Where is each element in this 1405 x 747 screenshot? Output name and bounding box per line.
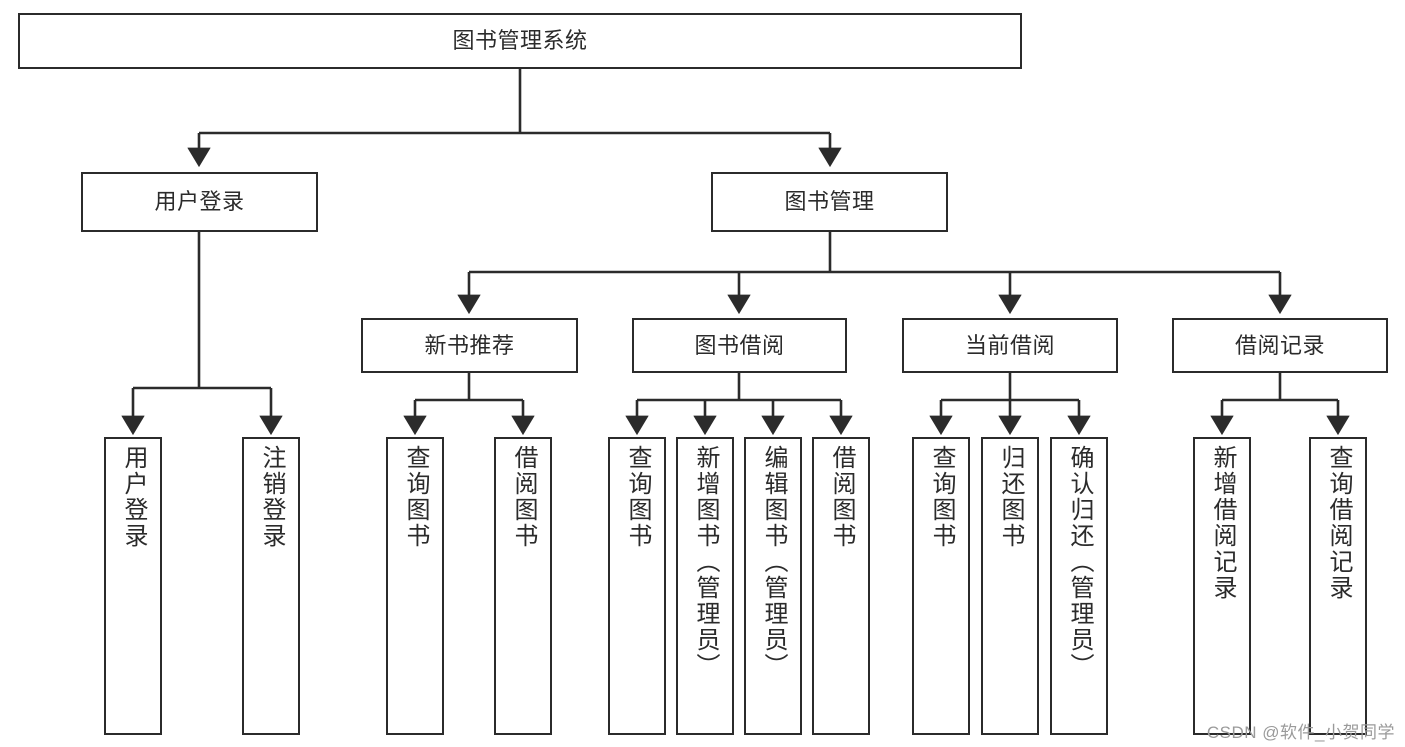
- node-borrowing-records[interactable]: 借阅记录: [1172, 318, 1388, 373]
- node-label: 图书管理系统: [452, 28, 588, 54]
- node-label: 确认归还（管理员）: [1066, 445, 1093, 679]
- node-label: 查询图书: [402, 445, 429, 549]
- node-leaf-edit-book-admin[interactable]: 编辑图书（管理员）: [744, 437, 802, 735]
- node-leaf-query-borrow-record[interactable]: 查询借阅记录: [1309, 437, 1367, 735]
- node-label: 查询图书: [624, 445, 651, 549]
- node-root-library-management-system[interactable]: 图书管理系统: [18, 13, 1022, 69]
- node-current-borrowing[interactable]: 当前借阅: [902, 318, 1118, 373]
- node-leaf-borrow-books-recommend[interactable]: 借阅图书: [494, 437, 552, 735]
- node-new-book-recommendation[interactable]: 新书推荐: [361, 318, 578, 373]
- node-label: 用户登录: [120, 445, 147, 549]
- node-label: 图书借阅: [694, 332, 785, 358]
- node-label: 注销登录: [258, 445, 285, 549]
- node-leaf-query-books-recommend[interactable]: 查询图书: [386, 437, 444, 735]
- node-label: 当前借阅: [964, 332, 1055, 358]
- node-label: 新增借阅记录: [1209, 445, 1236, 601]
- node-user-login[interactable]: 用户登录: [81, 172, 318, 232]
- node-leaf-return-books[interactable]: 归还图书: [981, 437, 1039, 735]
- node-book-borrowing[interactable]: 图书借阅: [632, 318, 847, 373]
- node-label: 图书管理: [784, 189, 875, 215]
- node-leaf-borrow-books[interactable]: 借阅图书: [812, 437, 870, 735]
- node-leaf-query-books-current[interactable]: 查询图书: [912, 437, 970, 735]
- node-label: 新增图书（管理员）: [692, 445, 719, 679]
- node-leaf-query-books-borrow[interactable]: 查询图书: [608, 437, 666, 735]
- node-label: 借阅图书: [828, 445, 855, 549]
- node-label: 借阅图书: [510, 445, 537, 549]
- node-label: 用户登录: [154, 189, 245, 215]
- node-label: 查询借阅记录: [1325, 445, 1352, 601]
- node-leaf-logout[interactable]: 注销登录: [242, 437, 300, 735]
- node-label: 查询图书: [928, 445, 955, 549]
- node-label: 新书推荐: [424, 332, 515, 358]
- node-leaf-confirm-return-admin[interactable]: 确认归还（管理员）: [1050, 437, 1108, 735]
- node-label: 编辑图书（管理员）: [760, 445, 787, 679]
- node-leaf-add-borrow-record[interactable]: 新增借阅记录: [1193, 437, 1251, 735]
- node-label: 归还图书: [997, 445, 1024, 549]
- watermark-text: CSDN @软件_小贺同学: [1206, 723, 1395, 742]
- node-leaf-add-book-admin[interactable]: 新增图书（管理员）: [676, 437, 734, 735]
- node-leaf-user-login[interactable]: 用户登录: [104, 437, 162, 735]
- node-label: 借阅记录: [1234, 332, 1325, 358]
- node-book-management[interactable]: 图书管理: [711, 172, 948, 232]
